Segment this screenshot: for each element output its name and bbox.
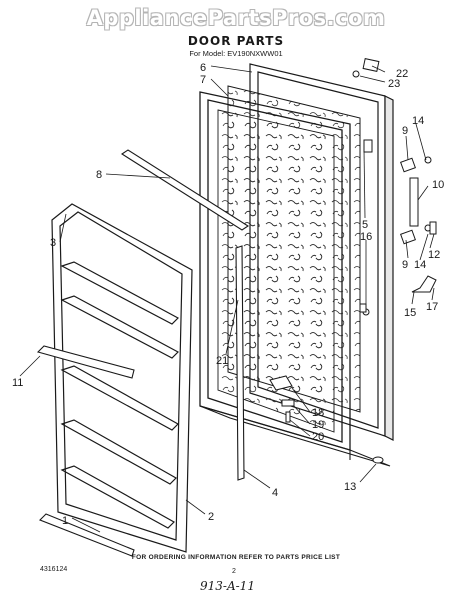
callout-9-top: 9: [402, 125, 408, 137]
callout-19: 19: [312, 419, 324, 431]
door-rim: [199, 405, 391, 467]
callout-22: 22: [396, 68, 408, 80]
hinge-hardware: [352, 58, 437, 316]
callout-12: 12: [428, 249, 440, 261]
ordering-note: FOR ORDERING INFORMATION REFER TO PARTS …: [131, 554, 341, 561]
callout-10: 10: [432, 179, 444, 191]
callout-17: 17: [426, 301, 438, 313]
callout-20: 20: [312, 431, 324, 443]
callout-16: 16: [360, 231, 372, 243]
door-shelf-bars: [36, 345, 135, 557]
callout-6: 6: [200, 62, 206, 74]
callout-9-bottom: 9: [402, 259, 408, 271]
callout-18: 18: [312, 407, 324, 419]
callout-1: 1: [62, 515, 68, 527]
callout-15: 15: [404, 307, 416, 319]
model-label: For Model: EV190NXWW01: [189, 49, 283, 58]
inner-door-liner: [51, 203, 193, 553]
callout-3: 3: [50, 237, 56, 249]
breaker-strip: [120, 149, 250, 231]
callout-11: 11: [12, 377, 23, 389]
callout-21: 21: [216, 355, 228, 367]
callout-8: 8: [96, 169, 102, 181]
callout-23: 23: [388, 78, 400, 90]
diagram-title: DOOR PARTS: [187, 34, 285, 48]
watermark: AppliancePartsPros.com: [86, 6, 386, 30]
callout-13: 13: [344, 481, 356, 493]
vertical-strip: [235, 245, 245, 481]
page-number: 2: [232, 568, 236, 575]
callout-4: 4: [272, 487, 278, 499]
callout-14-top: 14: [412, 115, 424, 127]
door-gasket: [199, 91, 351, 451]
handwritten-note: 913-A-11: [200, 579, 255, 593]
leader-lines: [19, 65, 435, 533]
callout-2: 2: [208, 511, 214, 523]
callout-5: 5: [362, 219, 368, 231]
callout-7: 7: [200, 74, 206, 86]
document-number: 4316124: [40, 566, 68, 573]
bottom-hardware: [269, 375, 384, 464]
callout-14-bottom: 14: [414, 259, 426, 271]
